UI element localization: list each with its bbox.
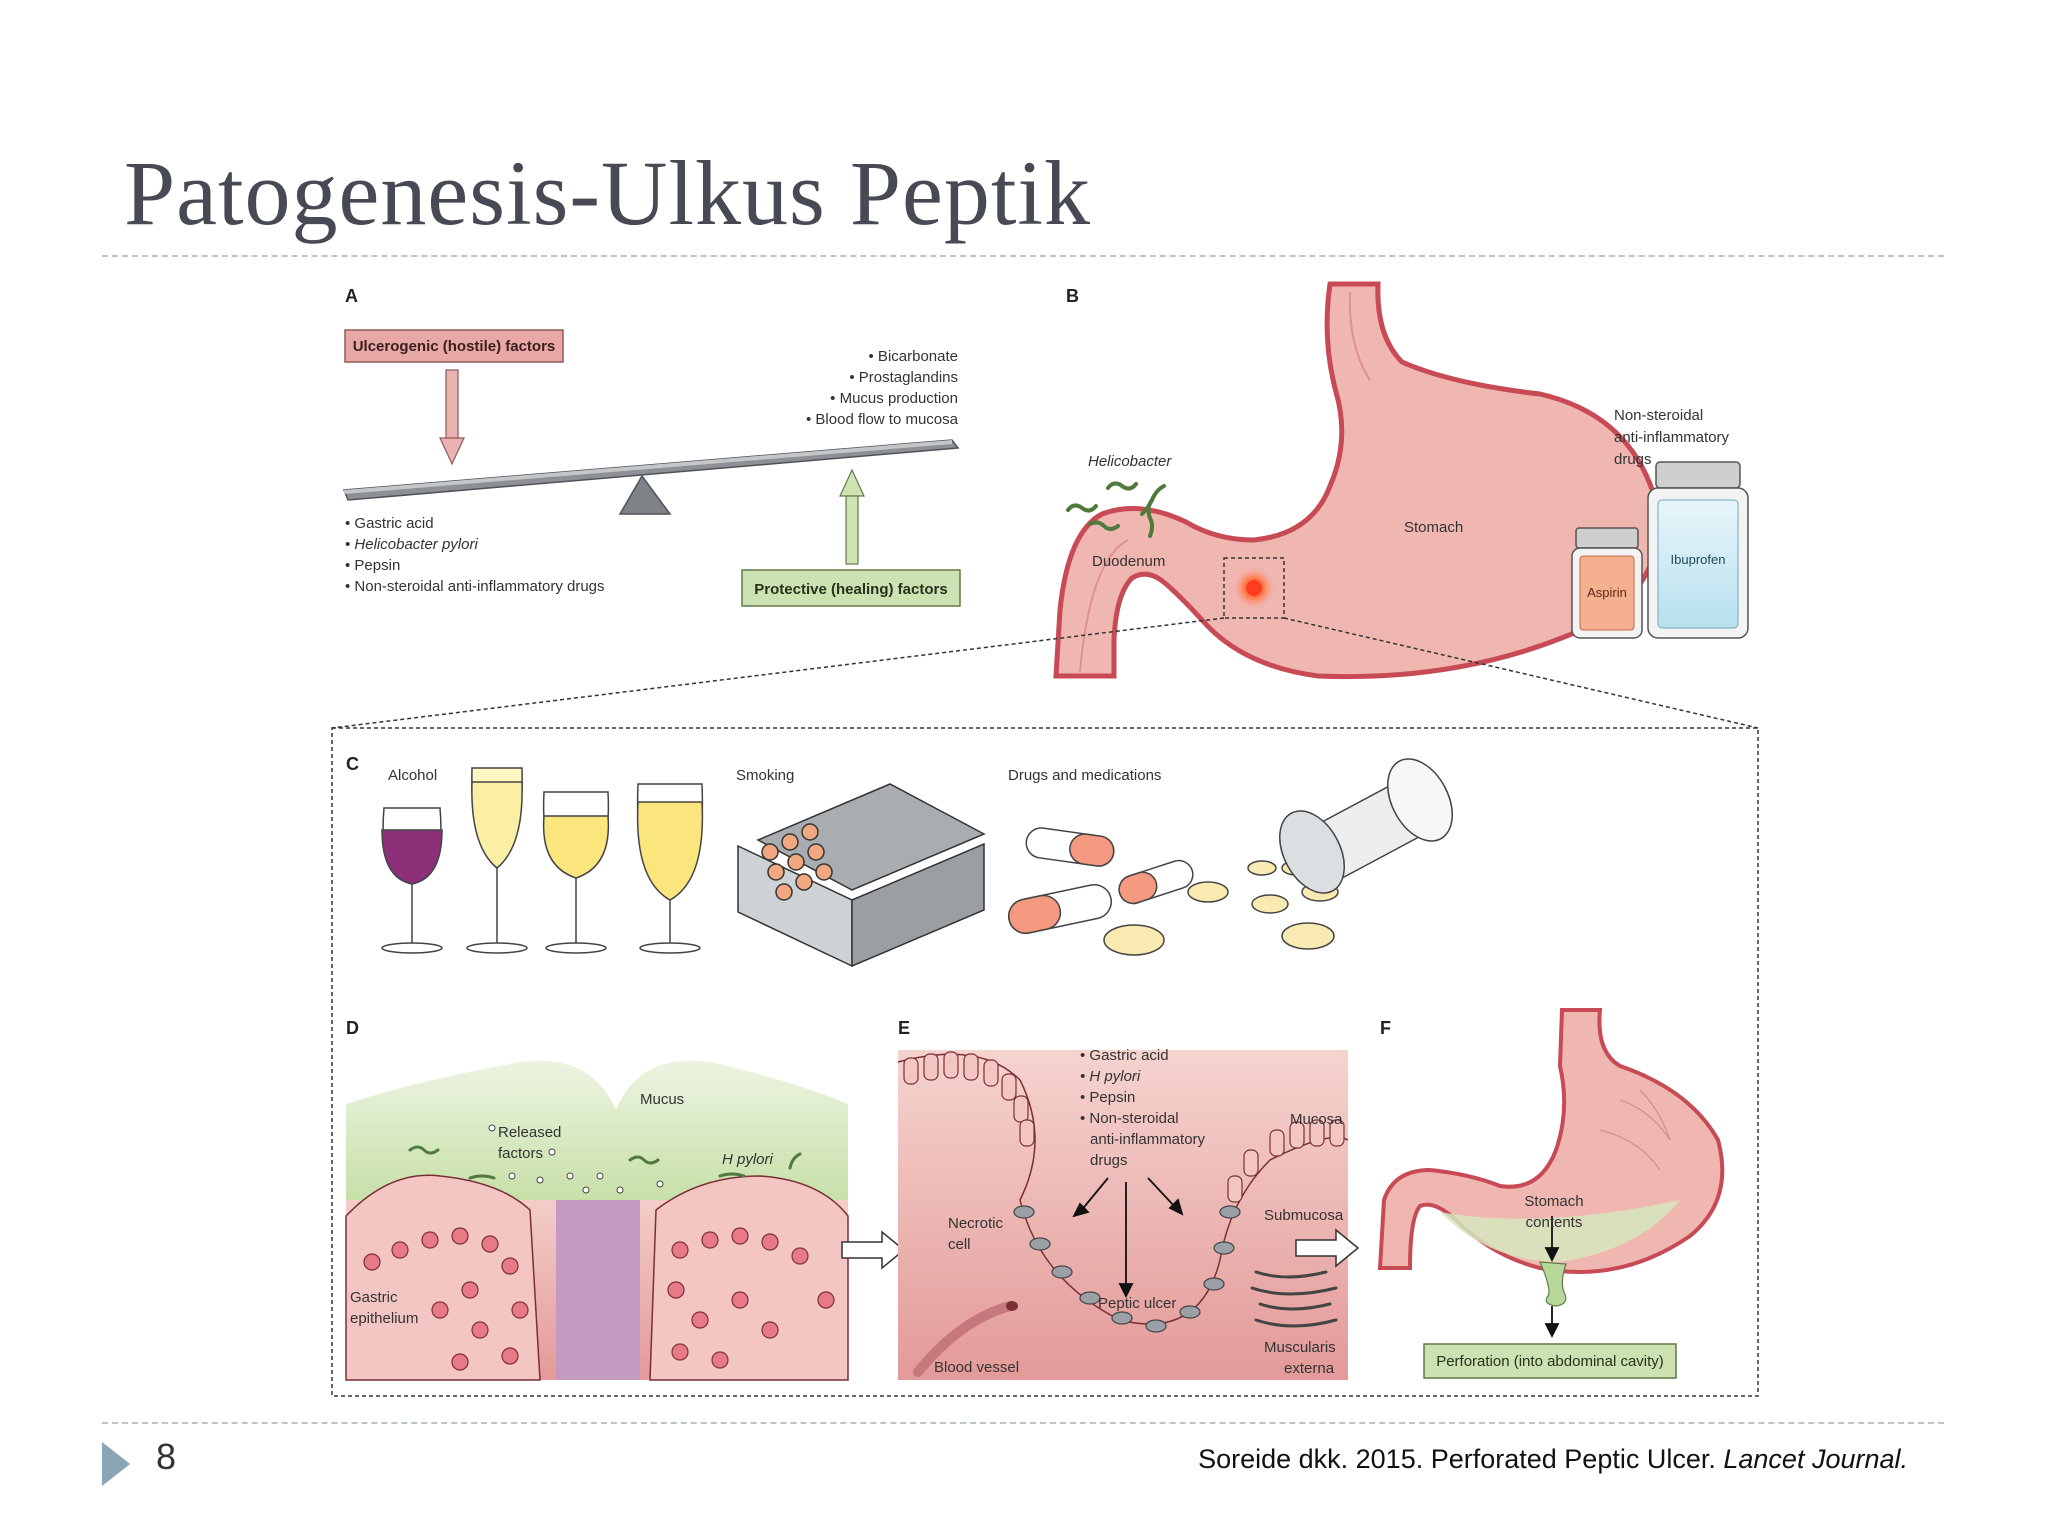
zoom-connector-lines	[331, 617, 1759, 729]
aspirin-label: Aspirin	[1587, 585, 1627, 600]
slide-marker-icon	[102, 1442, 130, 1486]
panel-c-label: C	[346, 754, 359, 774]
panel-b-label: B	[1066, 286, 1079, 306]
mucus-label: Mucus	[640, 1091, 684, 1108]
list-item: • Blood flow to mucosa	[806, 411, 959, 428]
panel-f-label: F	[1380, 1018, 1391, 1038]
list-item: • Pepsin	[1080, 1089, 1135, 1106]
wine-glass-icon	[381, 807, 443, 954]
pill-bottle-icon	[1279, 758, 1453, 894]
stomach-contents-label: Stomach	[1524, 1193, 1583, 1210]
list-item: • Gastric acid	[345, 515, 434, 532]
panel-e-label: E	[898, 1018, 910, 1038]
ibuprofen-bottle-icon	[1647, 461, 1749, 639]
nsaid-label-line: drugs	[1614, 451, 1652, 468]
mucosa-label: Mucosa	[1290, 1111, 1343, 1128]
list-item: • Helicobacter pylori	[345, 536, 478, 553]
list-item: • Non-steroidal	[1080, 1110, 1179, 1127]
protective-factors-label: Protective (healing) factors	[754, 581, 947, 598]
beer-glass-icon	[636, 783, 704, 954]
duodenum-label: Duodenum	[1092, 553, 1165, 570]
stomach-illustration	[1053, 281, 1662, 680]
smoking-label: Smoking	[736, 767, 794, 784]
list-item: • H pylori	[1080, 1068, 1141, 1085]
released-factors-label: factors	[498, 1145, 543, 1162]
helicobacter-icon	[1066, 481, 1166, 538]
title-divider	[102, 255, 1944, 257]
released-factors-label: Released	[498, 1124, 561, 1141]
citation-journal: Lancet Journal.	[1723, 1444, 1908, 1474]
stomach-contents-label: contents	[1526, 1214, 1583, 1231]
protective-factors-box	[741, 569, 961, 607]
list-item: • Mucus production	[830, 390, 958, 407]
submucosa-label: Submucosa	[1264, 1207, 1344, 1224]
champagne-glass-icon	[466, 767, 528, 954]
down-arrow	[439, 369, 465, 466]
list-item: anti-inflammatory	[1090, 1131, 1206, 1148]
muscularis-label: Muscularis	[1264, 1339, 1336, 1356]
arrow-d-to-e	[841, 1230, 906, 1270]
muscularis-label: externa	[1284, 1360, 1335, 1377]
epithelium-label: epithelium	[350, 1310, 418, 1327]
stomach-label: Stomach	[1404, 519, 1463, 536]
list-item: • Pepsin	[345, 557, 400, 574]
slide-number: 8	[156, 1436, 177, 1477]
up-arrow	[839, 468, 865, 565]
protective-factors-list: • Bicarbonate • Prostaglandins • Mucus p…	[806, 348, 959, 428]
gastric-mucosa-illustration	[345, 1060, 849, 1381]
epithelium-label: Gastric	[350, 1289, 398, 1306]
zoom-frame	[331, 727, 1759, 1397]
cigarette-pack-icon	[737, 783, 986, 968]
ulcer-factors-list: • Gastric acid • H pylori • Pepsin • Non…	[1080, 1047, 1206, 1169]
list-item: drugs	[1090, 1152, 1128, 1169]
peptic-ulcer-label: Peptic ulcer	[1098, 1295, 1176, 1312]
alcohol-label: Alcohol	[388, 767, 437, 784]
blood-vessel-label: Blood vessel	[934, 1359, 1019, 1376]
nsaid-label-line: Non-steroidal	[1614, 407, 1703, 424]
hostile-factors-label: Ulcerogenic (hostile) factors	[353, 338, 556, 355]
list-item: • Bicarbonate	[869, 348, 958, 365]
arrow-e-to-f	[1295, 1228, 1360, 1268]
list-item: • Prostaglandins	[849, 369, 958, 386]
white-wine-glass-icon	[542, 791, 610, 954]
helicobacter-label: Helicobacter	[1088, 453, 1172, 470]
perforation-box	[1423, 1343, 1677, 1379]
necrotic-cell-label: Necrotic	[948, 1215, 1004, 1232]
balance-beam	[342, 439, 960, 515]
perforated-stomach-illustration	[1377, 1008, 1725, 1339]
hostile-factors-box	[344, 329, 564, 363]
list-item: • Gastric acid	[1080, 1047, 1169, 1064]
perforation-label: Perforation (into abdominal cavity)	[1436, 1353, 1664, 1370]
peptic-ulcer-crosssection	[897, 1050, 1349, 1380]
nsaid-label: Non-steroidal anti-inflammatory drugs	[1614, 407, 1730, 468]
panel-a-label: A	[345, 286, 358, 306]
panel-d-label: D	[346, 1018, 359, 1038]
necrotic-cell-label: cell	[948, 1236, 971, 1253]
nsaid-label-line: anti-inflammatory	[1614, 429, 1730, 446]
citation: Soreide dkk. 2015. Perforated Peptic Ulc…	[1198, 1444, 1908, 1475]
ibuprofen-label: Ibuprofen	[1671, 552, 1726, 567]
list-item: • Non-steroidal anti-inflammatory drugs	[345, 578, 605, 595]
footer-divider	[102, 1422, 1944, 1424]
slide-title: Patogenesis-Ulkus Peptik	[124, 142, 1091, 244]
aspirin-bottle-icon	[1571, 527, 1643, 639]
hpylori-label: H pylori	[722, 1151, 774, 1168]
drugs-label: Drugs and medications	[1008, 767, 1161, 784]
citation-text: Soreide dkk. 2015. Perforated Peptic Ulc…	[1198, 1444, 1716, 1474]
hostile-factors-list: • Gastric acid • Helicobacter pylori • P…	[345, 515, 605, 595]
